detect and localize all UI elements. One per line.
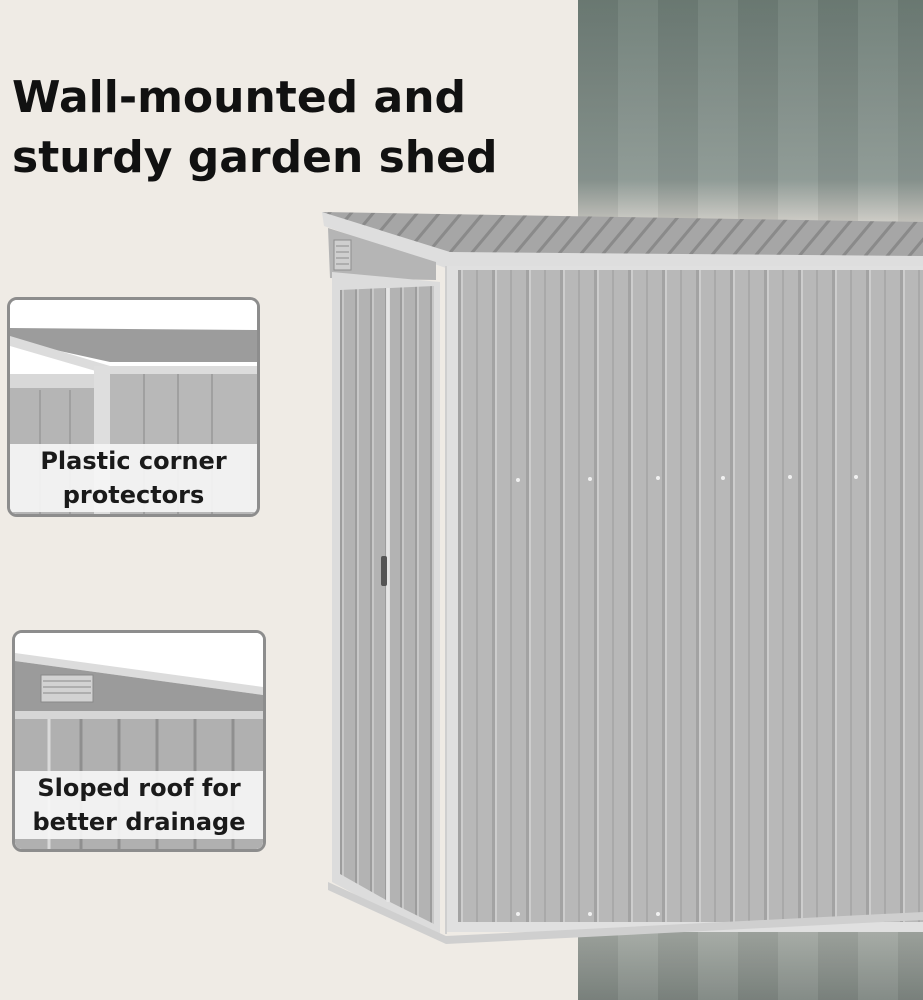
headline-line-2: sturdy garden shed — [12, 132, 498, 183]
shed-base — [328, 882, 923, 944]
door-handle-icon — [381, 556, 387, 586]
feature-caption-line-2: better drainage — [32, 808, 246, 836]
side-gable — [328, 228, 436, 280]
product-headline: Wall-mounted and sturdy garden shed — [12, 68, 497, 188]
right-door-panel — [390, 286, 434, 924]
left-door-panel — [340, 288, 386, 900]
feature-card-corner-protectors: Plastic corner protectors — [7, 297, 260, 517]
feature-caption-line-1: Sloped roof for — [37, 774, 241, 802]
feature-caption: Sloped roof for better drainage — [15, 771, 263, 839]
feature-caption-line-2: protectors — [62, 481, 205, 509]
vent-icon — [333, 239, 352, 271]
roof-trim — [322, 212, 923, 268]
front-wall-panel — [458, 270, 923, 922]
shed-roof — [322, 212, 923, 262]
feature-caption-line-1: Plastic corner — [40, 447, 227, 475]
feature-card-sloped-roof: Sloped roof for better drainage — [12, 630, 266, 852]
headline-line-1: Wall-mounted and — [12, 72, 467, 123]
feature-caption: Plastic corner protectors — [10, 444, 257, 512]
